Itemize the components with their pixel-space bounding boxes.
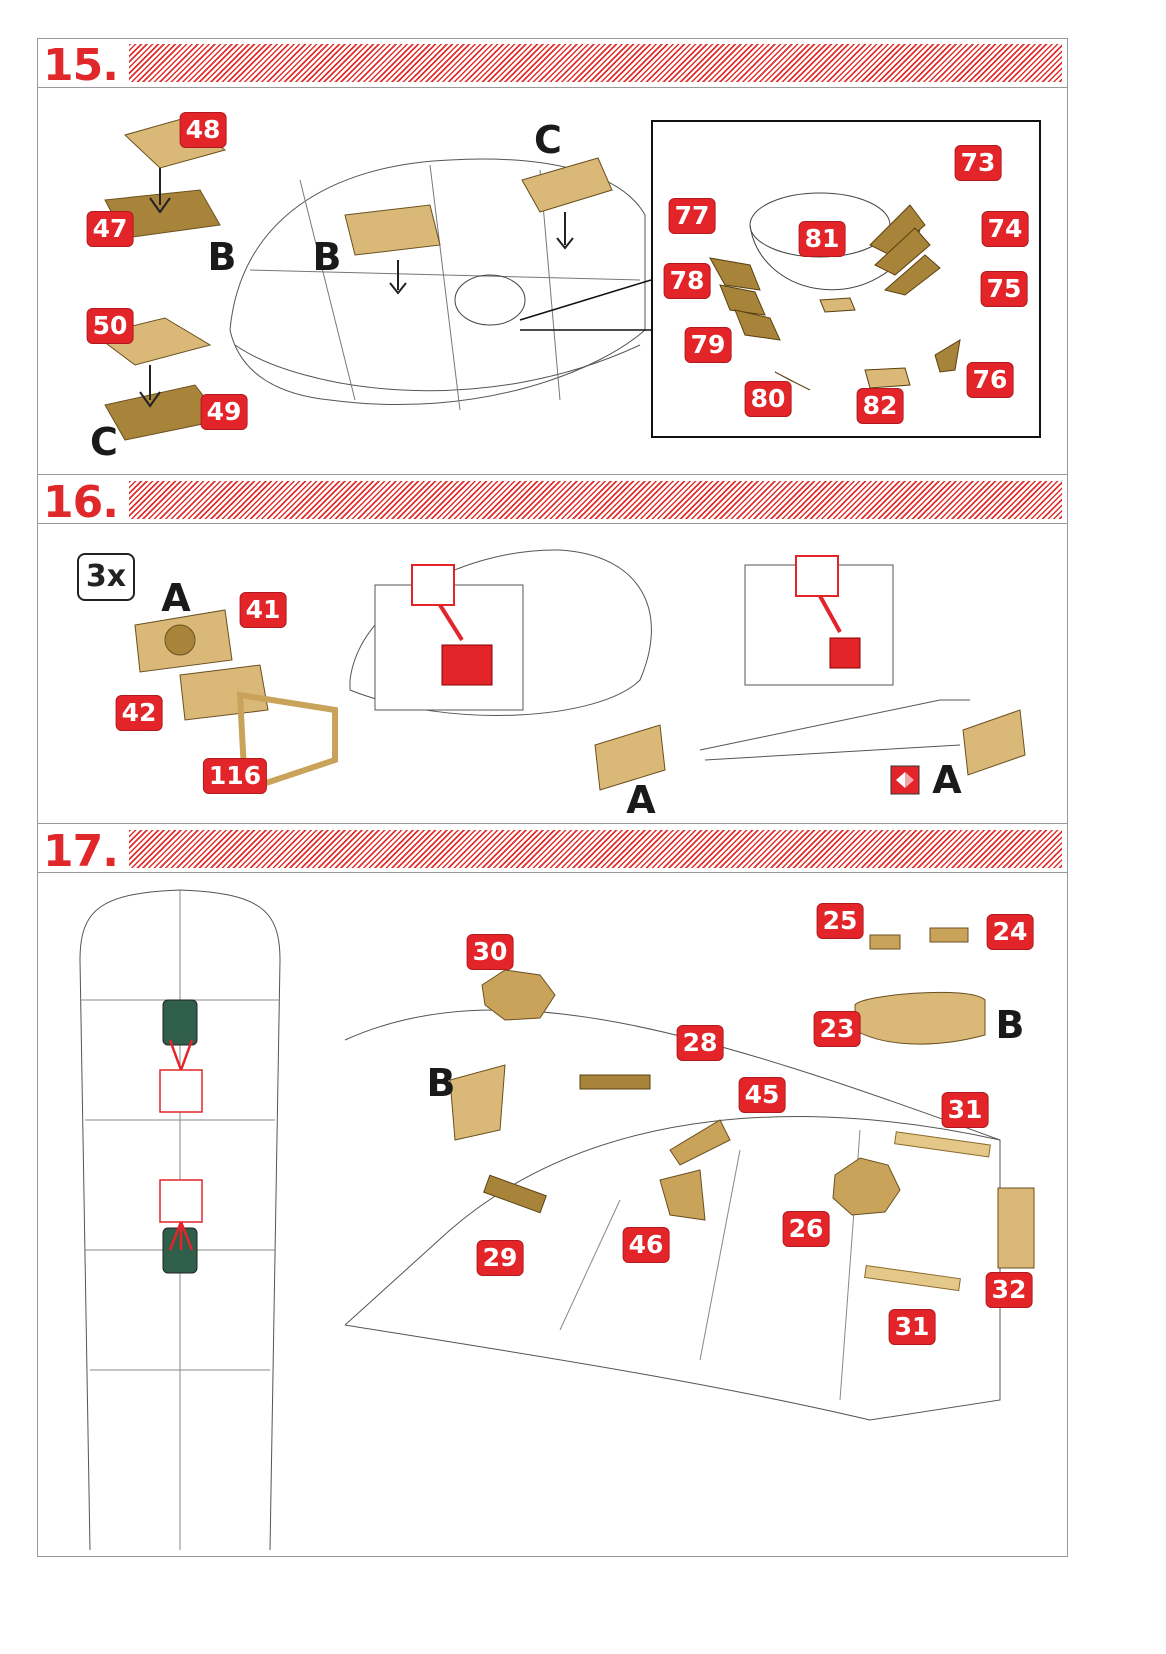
step15-inset-drawing — [709, 192, 961, 391]
step17-drawing — [79, 889, 1035, 1551]
part-label: 50 — [86, 308, 134, 344]
quantity-badge: 3x — [77, 553, 135, 601]
location-letter: A — [932, 758, 962, 802]
location-letter: C — [534, 118, 562, 162]
step-number: 15. — [43, 40, 119, 91]
hatch-bar — [129, 481, 1062, 519]
part-label: 81 — [798, 221, 846, 257]
detail-inset — [651, 120, 1041, 438]
part-label: 73 — [954, 145, 1002, 181]
part-label: 42 — [115, 695, 163, 731]
page-frame — [37, 38, 1068, 1557]
part-label: 41 — [239, 592, 287, 628]
part-label: 79 — [684, 327, 732, 363]
part-label: 47 — [86, 211, 134, 247]
part-label: 80 — [744, 381, 792, 417]
step-15-header: 15. — [37, 38, 1068, 91]
part-label: 82 — [856, 388, 904, 424]
part-label: 48 — [179, 112, 227, 148]
hatch-bar — [129, 44, 1062, 82]
part-label: 24 — [986, 914, 1034, 950]
hatch-bar — [129, 830, 1062, 868]
part-label: 45 — [738, 1077, 786, 1113]
location-letter: B — [207, 235, 237, 279]
part-label: 30 — [466, 934, 514, 970]
part-label: 26 — [782, 1211, 830, 1247]
part-label: 78 — [663, 263, 711, 299]
step-number: 16. — [43, 477, 119, 528]
step-16-header: 16. — [37, 474, 1068, 528]
part-label: 74 — [981, 211, 1029, 247]
location-letter: A — [161, 576, 191, 620]
part-label: 23 — [813, 1011, 861, 1047]
part-label: 31 — [941, 1092, 989, 1128]
step16-drawing — [134, 549, 1026, 795]
step-number: 17. — [43, 826, 119, 877]
part-label: 76 — [966, 362, 1014, 398]
part-label: 77 — [668, 198, 716, 234]
part-label: 31 — [888, 1309, 936, 1345]
part-label: 32 — [985, 1272, 1033, 1308]
location-letter: B — [426, 1061, 456, 1105]
step15-drawing — [93, 117, 652, 441]
location-letter: B — [995, 1003, 1025, 1047]
part-label: 116 — [202, 758, 268, 794]
location-letter: C — [90, 420, 118, 464]
part-label: 29 — [476, 1240, 524, 1276]
location-letter: B — [312, 235, 342, 279]
part-label: 28 — [676, 1025, 724, 1061]
part-label: 75 — [980, 271, 1028, 307]
step-17-header: 17. — [37, 823, 1068, 877]
part-label: 46 — [622, 1227, 670, 1263]
part-label: 49 — [200, 394, 248, 430]
part-label: 25 — [816, 903, 864, 939]
location-letter: A — [626, 778, 656, 822]
